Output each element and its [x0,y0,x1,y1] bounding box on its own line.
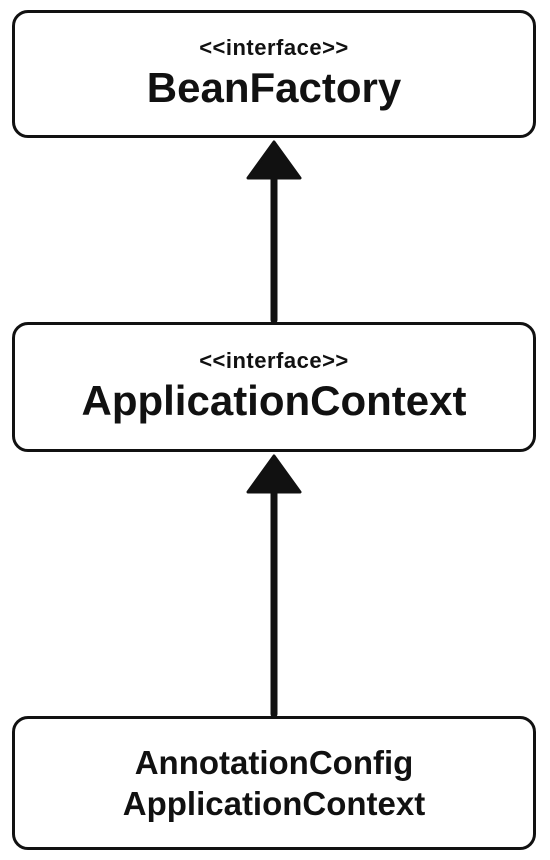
stereotype-label: <<interface>> [199,35,349,60]
class-name: BeanFactory [146,64,402,111]
edge-appcontext-to-beanfactory [246,140,302,324]
arrowhead-icon [246,140,302,180]
stereotype-label: <<interface>> [199,348,349,373]
arrowhead-icon [246,454,302,494]
class-name-line-2: ApplicationContext [122,785,426,822]
node-application-context: <<interface>> ApplicationContext [12,322,536,452]
edge-annotation-to-appcontext [246,454,302,718]
class-name-line-1: AnnotationConfig [134,744,414,781]
node-annotation-config-application-context: AnnotationConfig ApplicationContext [12,716,536,850]
node-bean-factory: <<interface>> BeanFactory [12,10,536,138]
class-name: ApplicationContext [81,377,467,424]
